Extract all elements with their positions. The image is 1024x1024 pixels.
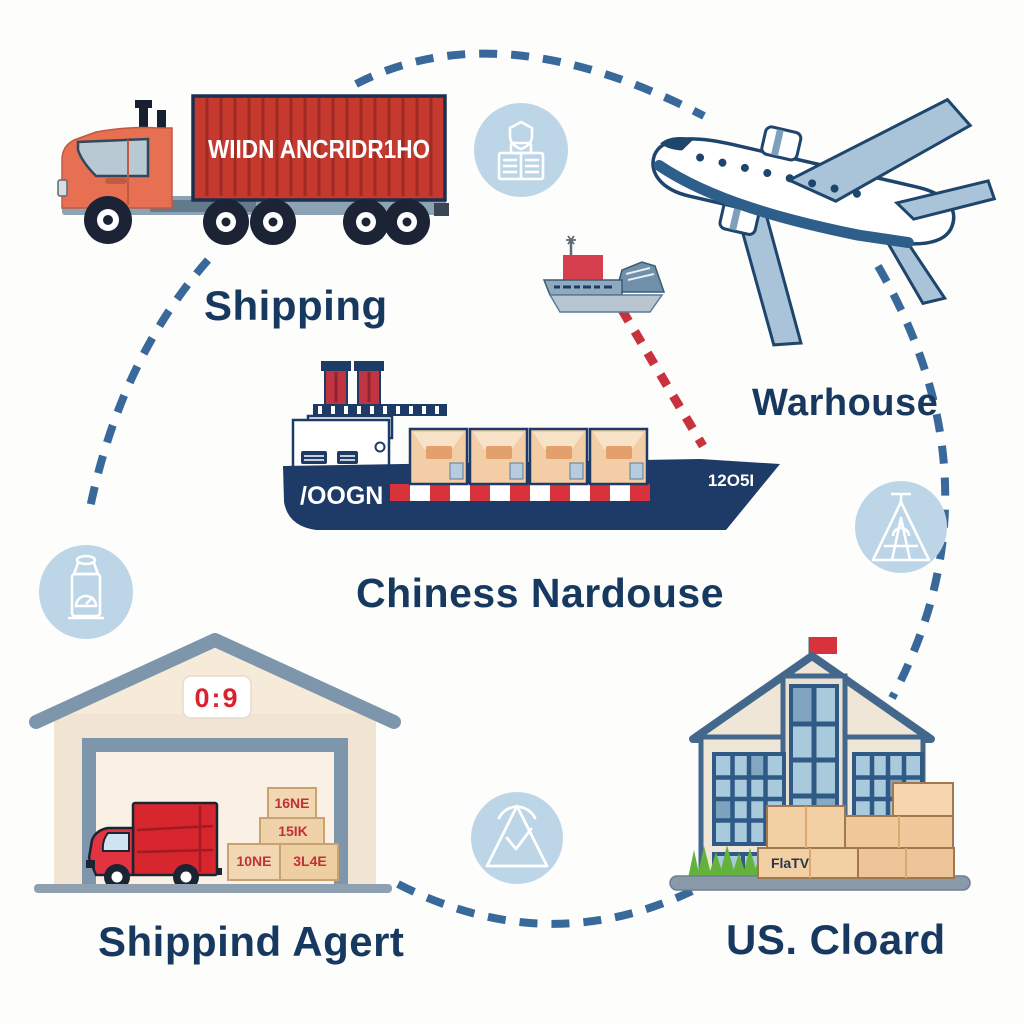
label-warehouse: Warhouse [752,382,939,424]
warehouse-sign-text: 0:9 [194,683,239,713]
label-shipping-agent: Shippind Agert [98,918,405,965]
truck-wheels [84,196,430,245]
badge-top [474,103,568,197]
warehouse-boxes [227,787,339,881]
warehouse-box-label: 10NE [236,853,271,869]
warehouse-sign: 0:9 [182,675,252,719]
warehouse-box-label: 16NE [274,795,309,811]
ship-bow-text: 12O5I [708,471,754,490]
ship-hull-text: /OOGN [300,482,383,510]
quality-check-icon [485,804,549,868]
ship-railing [313,404,447,416]
feeder-boat [542,235,666,313]
ship-superstructure [291,414,394,472]
badge-bottom [471,792,563,884]
plane-cockpit [660,136,695,151]
warehouse-floor [34,884,392,893]
container-text: WIIDN ANCRIDR1HO [208,134,430,164]
package-crate-icon [497,120,545,181]
plane-main-wing [785,97,973,203]
ship-checker-stripe [390,484,650,501]
warehouse-building: 0:9 16NE 15IK 10NE 3L4E [29,633,401,893]
airplane [651,97,997,347]
label-us-customs: US. Cloard [726,916,946,963]
arc-bottom [396,880,694,928]
badge-right [855,481,947,573]
plane-belly [653,160,914,249]
customs-boxes [757,782,955,879]
customs-box-label: FlaTV [771,855,810,871]
bottle-gauge-icon [68,554,104,620]
ship-deck-containers [408,427,649,486]
customs-building: FlaTV [669,637,971,891]
warehouse-box-label: 3L4E [293,853,326,869]
label-chinese-warehouse: Chiness Nardouse [356,570,724,616]
warehouse-delivery-truck [86,801,222,890]
container-truck: WIIDN ANCRIDR1HO [57,94,449,245]
warehouse-box-label: 15IK [278,823,308,839]
signal-tower-icon [871,492,931,562]
arc-right [874,263,950,700]
badge-left [39,545,133,639]
plane-engine [760,125,803,162]
label-shipping: Shipping [204,282,388,329]
shipping-container: WIIDN ANCRIDR1HO [191,94,447,202]
boat-cabin [563,255,603,283]
truck-cab [57,126,173,209]
plane-fuselage [651,137,956,246]
ship-funnels [321,361,384,407]
arc-top [354,49,706,120]
building-flag [810,637,837,654]
plane-windows [696,153,861,198]
route-arcs [84,49,950,928]
arc-left [84,257,212,519]
warehouse-roof [29,633,401,729]
arc-red-feeder [618,307,707,449]
plane-tailplane [893,179,997,221]
cargo-ship: /OOGN 12O5I [283,361,780,530]
boat-hull [548,294,664,313]
